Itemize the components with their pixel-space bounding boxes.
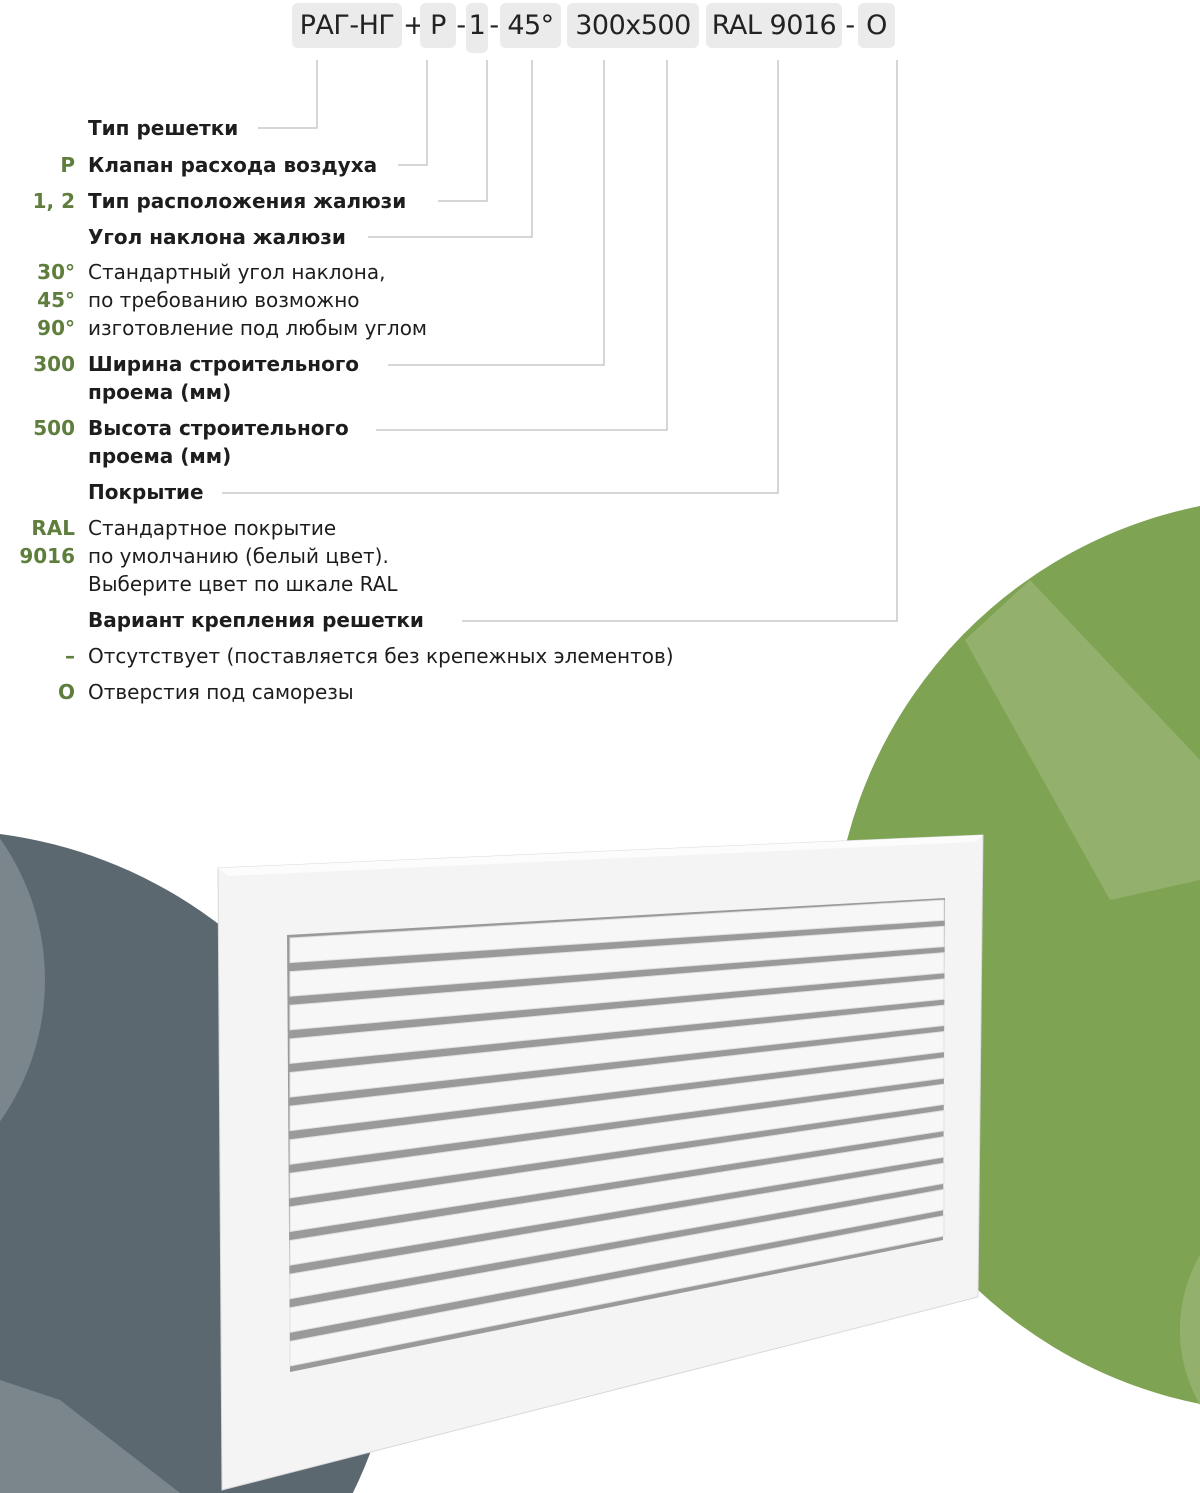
legend-text: Стандартный угол наклона, по требованию … bbox=[88, 260, 428, 340]
legend-key: RAL 9016 bbox=[19, 516, 75, 568]
legend-text: Стандартное покрытие по умолчанию (белый… bbox=[88, 516, 398, 596]
legend-text: Тип решетки bbox=[88, 116, 239, 140]
legend-text: Отсутствует (поставляется без крепежных … bbox=[88, 644, 674, 668]
connector-lines bbox=[222, 60, 898, 622]
code-dash: - bbox=[845, 10, 855, 41]
grille-slat bbox=[289, 925, 945, 997]
slate-circle-accent-2 bbox=[0, 1380, 180, 1493]
legend-key: Р bbox=[60, 153, 75, 177]
legend-key: 30° 45° 90° bbox=[37, 260, 75, 340]
legend-text: Угол наклона жалюзи bbox=[88, 225, 346, 249]
legend-text: Клапан расхода воздуха bbox=[88, 153, 378, 177]
grille-slat bbox=[289, 1004, 945, 1098]
legend-text: Вариант крепления решетки bbox=[88, 608, 424, 632]
legend-key: 500 bbox=[33, 416, 75, 440]
slate-circle-accent bbox=[0, 838, 45, 1122]
grille-slat bbox=[289, 1188, 945, 1333]
code-dash: - bbox=[456, 10, 466, 41]
grille-slat bbox=[289, 1162, 945, 1300]
code-dash: - bbox=[489, 10, 499, 41]
grille-slat bbox=[289, 1136, 945, 1266]
code-plus: + bbox=[403, 10, 426, 41]
grille-slat bbox=[289, 978, 945, 1065]
code-valve: Р bbox=[420, 3, 456, 48]
grille-slat bbox=[289, 1057, 945, 1165]
grille-slat bbox=[289, 899, 945, 964]
legend-key: 1, 2 bbox=[32, 189, 75, 213]
grille-slat bbox=[289, 1083, 945, 1199]
green-circle-accent-small bbox=[1179, 1255, 1200, 1405]
legend-text: Отверстия под саморезы bbox=[88, 680, 354, 704]
legend-key: – bbox=[65, 644, 75, 668]
green-circle-accent bbox=[965, 580, 1200, 900]
grille-slat bbox=[289, 1109, 945, 1233]
legend-text: Высота строительного проема (мм) bbox=[88, 416, 349, 468]
legend-key: О bbox=[57, 680, 75, 704]
code-mounting: О bbox=[858, 3, 895, 48]
legend-text: Ширина строительного проема (мм) bbox=[88, 352, 360, 404]
legend-key: 300 bbox=[33, 352, 75, 376]
code-layout: 1 bbox=[466, 3, 488, 53]
grille-slat bbox=[289, 952, 945, 1031]
code-size: 300x500 bbox=[567, 3, 699, 48]
grille-slat bbox=[289, 1215, 945, 1367]
grille-slat bbox=[289, 1030, 945, 1132]
code-grille-type: РАГ-НГ bbox=[292, 3, 402, 48]
legend-text: Тип расположения жалюзи bbox=[88, 189, 407, 213]
grille-image bbox=[217, 834, 984, 1491]
code-coating: RAL 9016 bbox=[706, 3, 842, 48]
legend-text: Покрытие bbox=[88, 480, 204, 504]
code-angle: 45° bbox=[500, 3, 561, 48]
